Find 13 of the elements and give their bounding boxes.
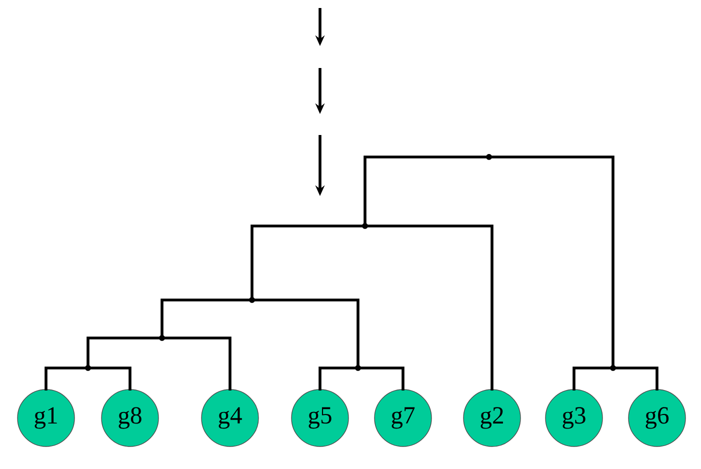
dendrogram-branch <box>318 366 360 391</box>
dendrogram-branch <box>86 366 132 391</box>
junction-point <box>486 154 492 160</box>
dendrogram-branch <box>160 336 232 391</box>
dendrogram-branch <box>160 298 254 340</box>
dendrogram-branch <box>612 366 658 391</box>
dendrogram-branch <box>364 156 490 228</box>
dendrogram-branch <box>250 298 360 370</box>
dendrogram-branch <box>44 366 90 391</box>
dendrogram-branch <box>572 366 614 391</box>
dendrogram-branch <box>86 336 164 370</box>
dendrogram-branch <box>356 366 404 391</box>
dendrogram-branch <box>250 224 366 302</box>
